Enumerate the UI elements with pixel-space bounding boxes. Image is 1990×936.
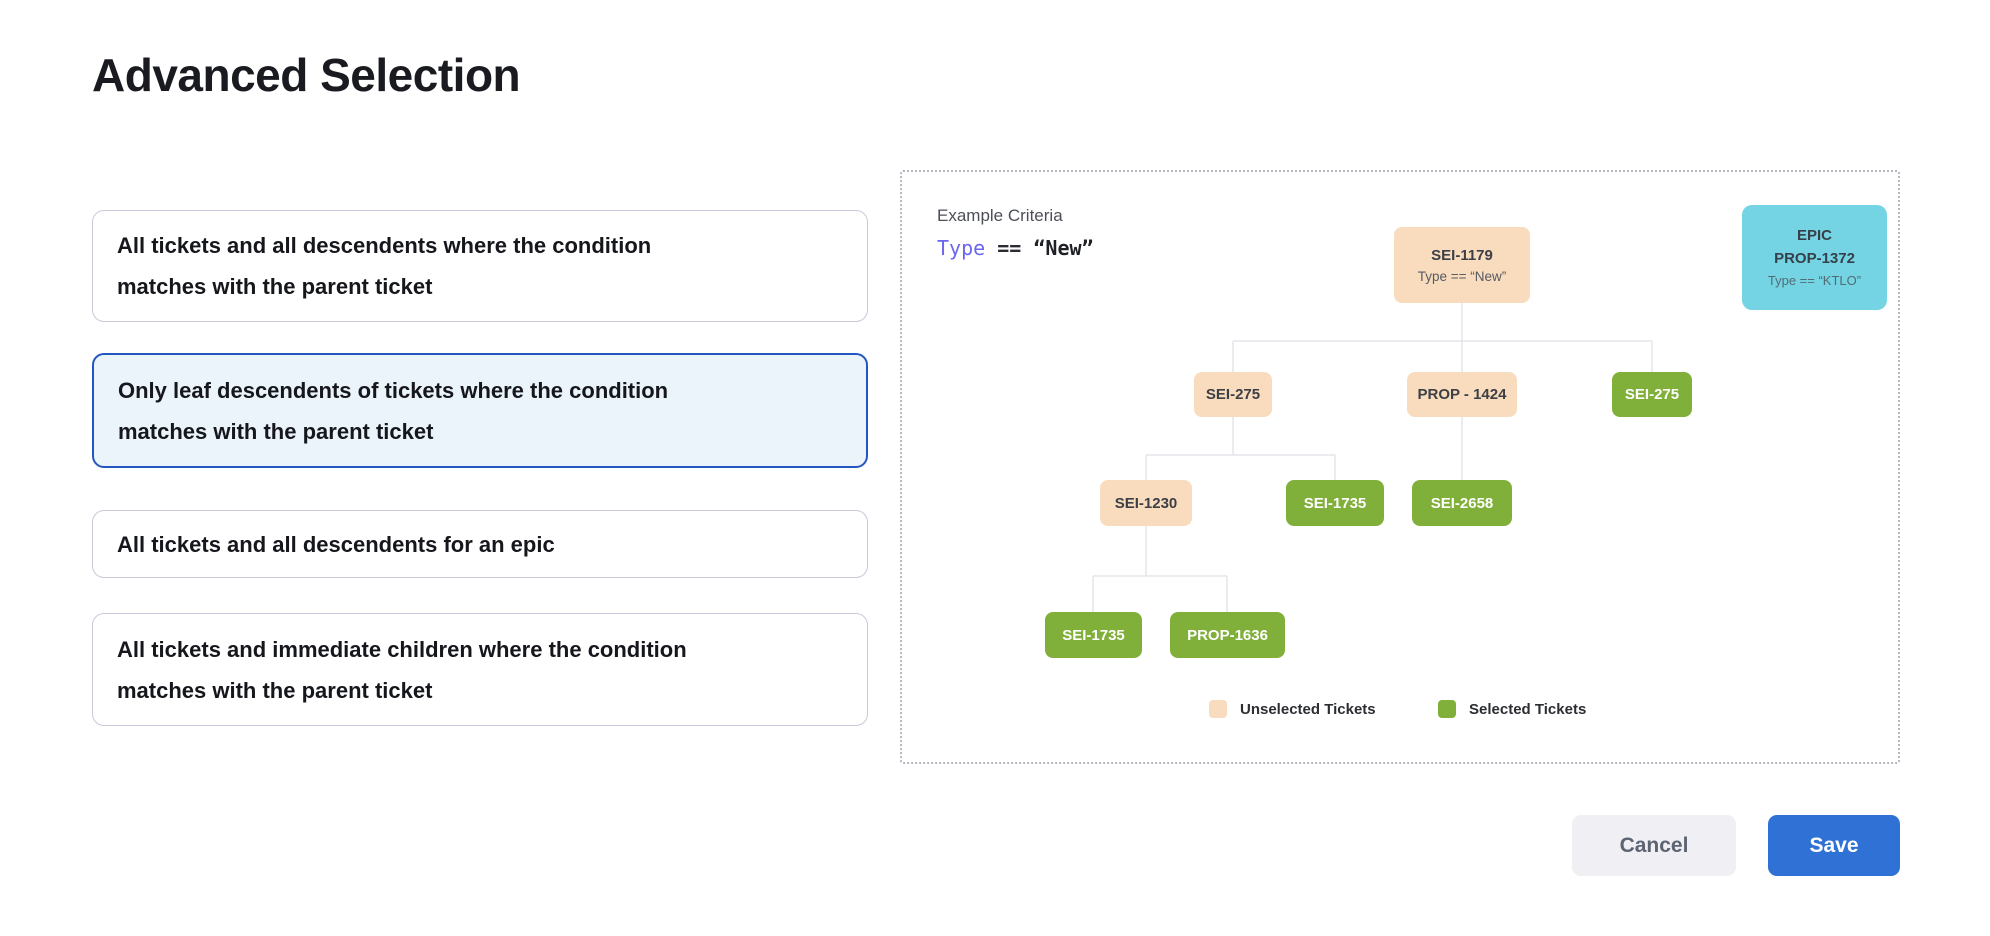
criteria-expression: Type == “New” — [937, 236, 1094, 260]
tree-node: SEI-1230 — [1100, 480, 1192, 526]
option-label: All tickets and all descendents for an e… — [117, 531, 555, 557]
tree-node: PROP-1636 — [1170, 612, 1285, 658]
ticket-id: SEI-1735 — [1062, 626, 1125, 644]
option-label: Only leaf descendents of tickets where t… — [118, 377, 669, 444]
ticket-id: SEI-1179 — [1431, 246, 1493, 264]
epic-type-label: EPIC — [1796, 227, 1832, 244]
tree-node: SEI-1735 — [1286, 480, 1384, 526]
option-leaf-descendents-condition[interactable]: Only leaf descendents of tickets where t… — [92, 353, 868, 468]
criteria-value: “New” — [1033, 236, 1094, 260]
epic-id: PROP-1372 — [1774, 250, 1855, 267]
page-title: Advanced Selection — [92, 49, 521, 101]
unselected-swatch-icon — [1209, 700, 1227, 718]
tree-node: SEI-1735 — [1045, 612, 1142, 658]
ticket-id: PROP - 1424 — [1417, 386, 1507, 403]
cancel-button[interactable]: Cancel — [1572, 815, 1736, 876]
ticket-id: SEI-1735 — [1303, 494, 1367, 512]
legend-item-selected: Selected Tickets — [1438, 700, 1586, 718]
criteria-field: Type — [937, 236, 986, 260]
option-all-descendents-condition[interactable]: All tickets and all descendents where th… — [92, 210, 868, 322]
ticket-criteria: Type == “New” — [1417, 268, 1507, 284]
example-criteria-panel: Example Criteria Type == “New” SEI-1179 … — [900, 170, 1900, 764]
epic-criteria: Type == “KTLO” — [1767, 273, 1862, 288]
option-immediate-children-condition[interactable]: All tickets and immediate children where… — [92, 613, 868, 726]
legend-item-unselected: Unselected Tickets — [1209, 700, 1376, 718]
tree-node: SEI-275 — [1194, 372, 1272, 417]
ticket-id: PROP-1636 — [1187, 626, 1268, 644]
legend: Unselected Tickets Selected Tickets — [902, 700, 1902, 726]
option-label: All tickets and immediate children where… — [117, 636, 687, 703]
selected-swatch-icon — [1438, 700, 1456, 718]
legend-label: Unselected Tickets — [1240, 700, 1376, 718]
example-criteria-heading: Example Criteria — [937, 206, 1063, 225]
ticket-id: SEI-1230 — [1114, 494, 1178, 512]
epic-card: EPIC PROP-1372 Type == “KTLO” — [1742, 205, 1887, 310]
tree-connector-lines — [1092, 303, 1653, 612]
ticket-id: SEI-275 — [1624, 386, 1680, 403]
tree-node: SEI-275 — [1612, 372, 1692, 417]
option-all-descendents-epic[interactable]: All tickets and all descendents for an e… — [92, 510, 868, 578]
tree-node: SEI-2658 — [1412, 480, 1512, 526]
ticket-id: SEI-275 — [1205, 386, 1261, 403]
tree-node: PROP - 1424 — [1407, 372, 1517, 417]
save-button[interactable]: Save — [1768, 815, 1900, 876]
criteria-operator: == — [997, 236, 1022, 260]
tree-node-root: SEI-1179 Type == “New” — [1394, 227, 1530, 303]
option-label: All tickets and all descendents where th… — [117, 233, 652, 299]
ticket-id: SEI-2658 — [1430, 494, 1494, 512]
legend-label: Selected Tickets — [1469, 700, 1587, 718]
